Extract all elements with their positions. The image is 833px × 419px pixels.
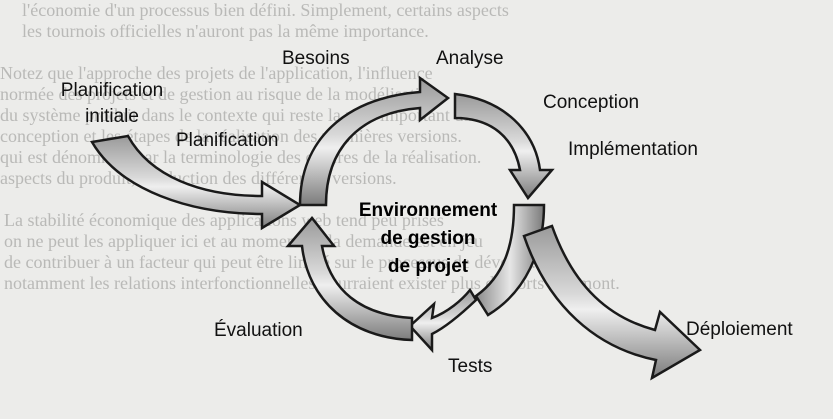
svg-text:de gestion: de gestion [380, 228, 475, 249]
entry-arrow [90, 134, 303, 231]
analyse-label: Analyse [436, 48, 504, 69]
ring-arc-tests [408, 287, 478, 354]
center-label: Environnement de gestion de projet [359, 200, 498, 277]
implementation-label: Implémentation [568, 139, 698, 160]
ring-arc-besoins [298, 75, 451, 207]
svg-text:de projet: de projet [388, 256, 469, 277]
deploiement-label: Déploiement [686, 319, 793, 340]
evaluation-label: Évaluation [214, 320, 303, 341]
svg-text:Planification: Planification [61, 80, 163, 101]
conception-label: Conception [543, 92, 639, 113]
svg-text:Environnement: Environnement [359, 200, 498, 221]
exit-arrow [522, 224, 703, 381]
planification-initiale-label: Planification initiale [61, 80, 163, 127]
besoins-label: Besoins [282, 48, 350, 69]
ring-arc-analyse [453, 92, 555, 201]
planification-label: Planification [176, 130, 278, 151]
tests-label: Tests [448, 356, 492, 377]
cycle-ring [285, 75, 555, 354]
svg-text:initiale: initiale [85, 106, 139, 127]
ring-arc-evaluation [285, 216, 414, 342]
